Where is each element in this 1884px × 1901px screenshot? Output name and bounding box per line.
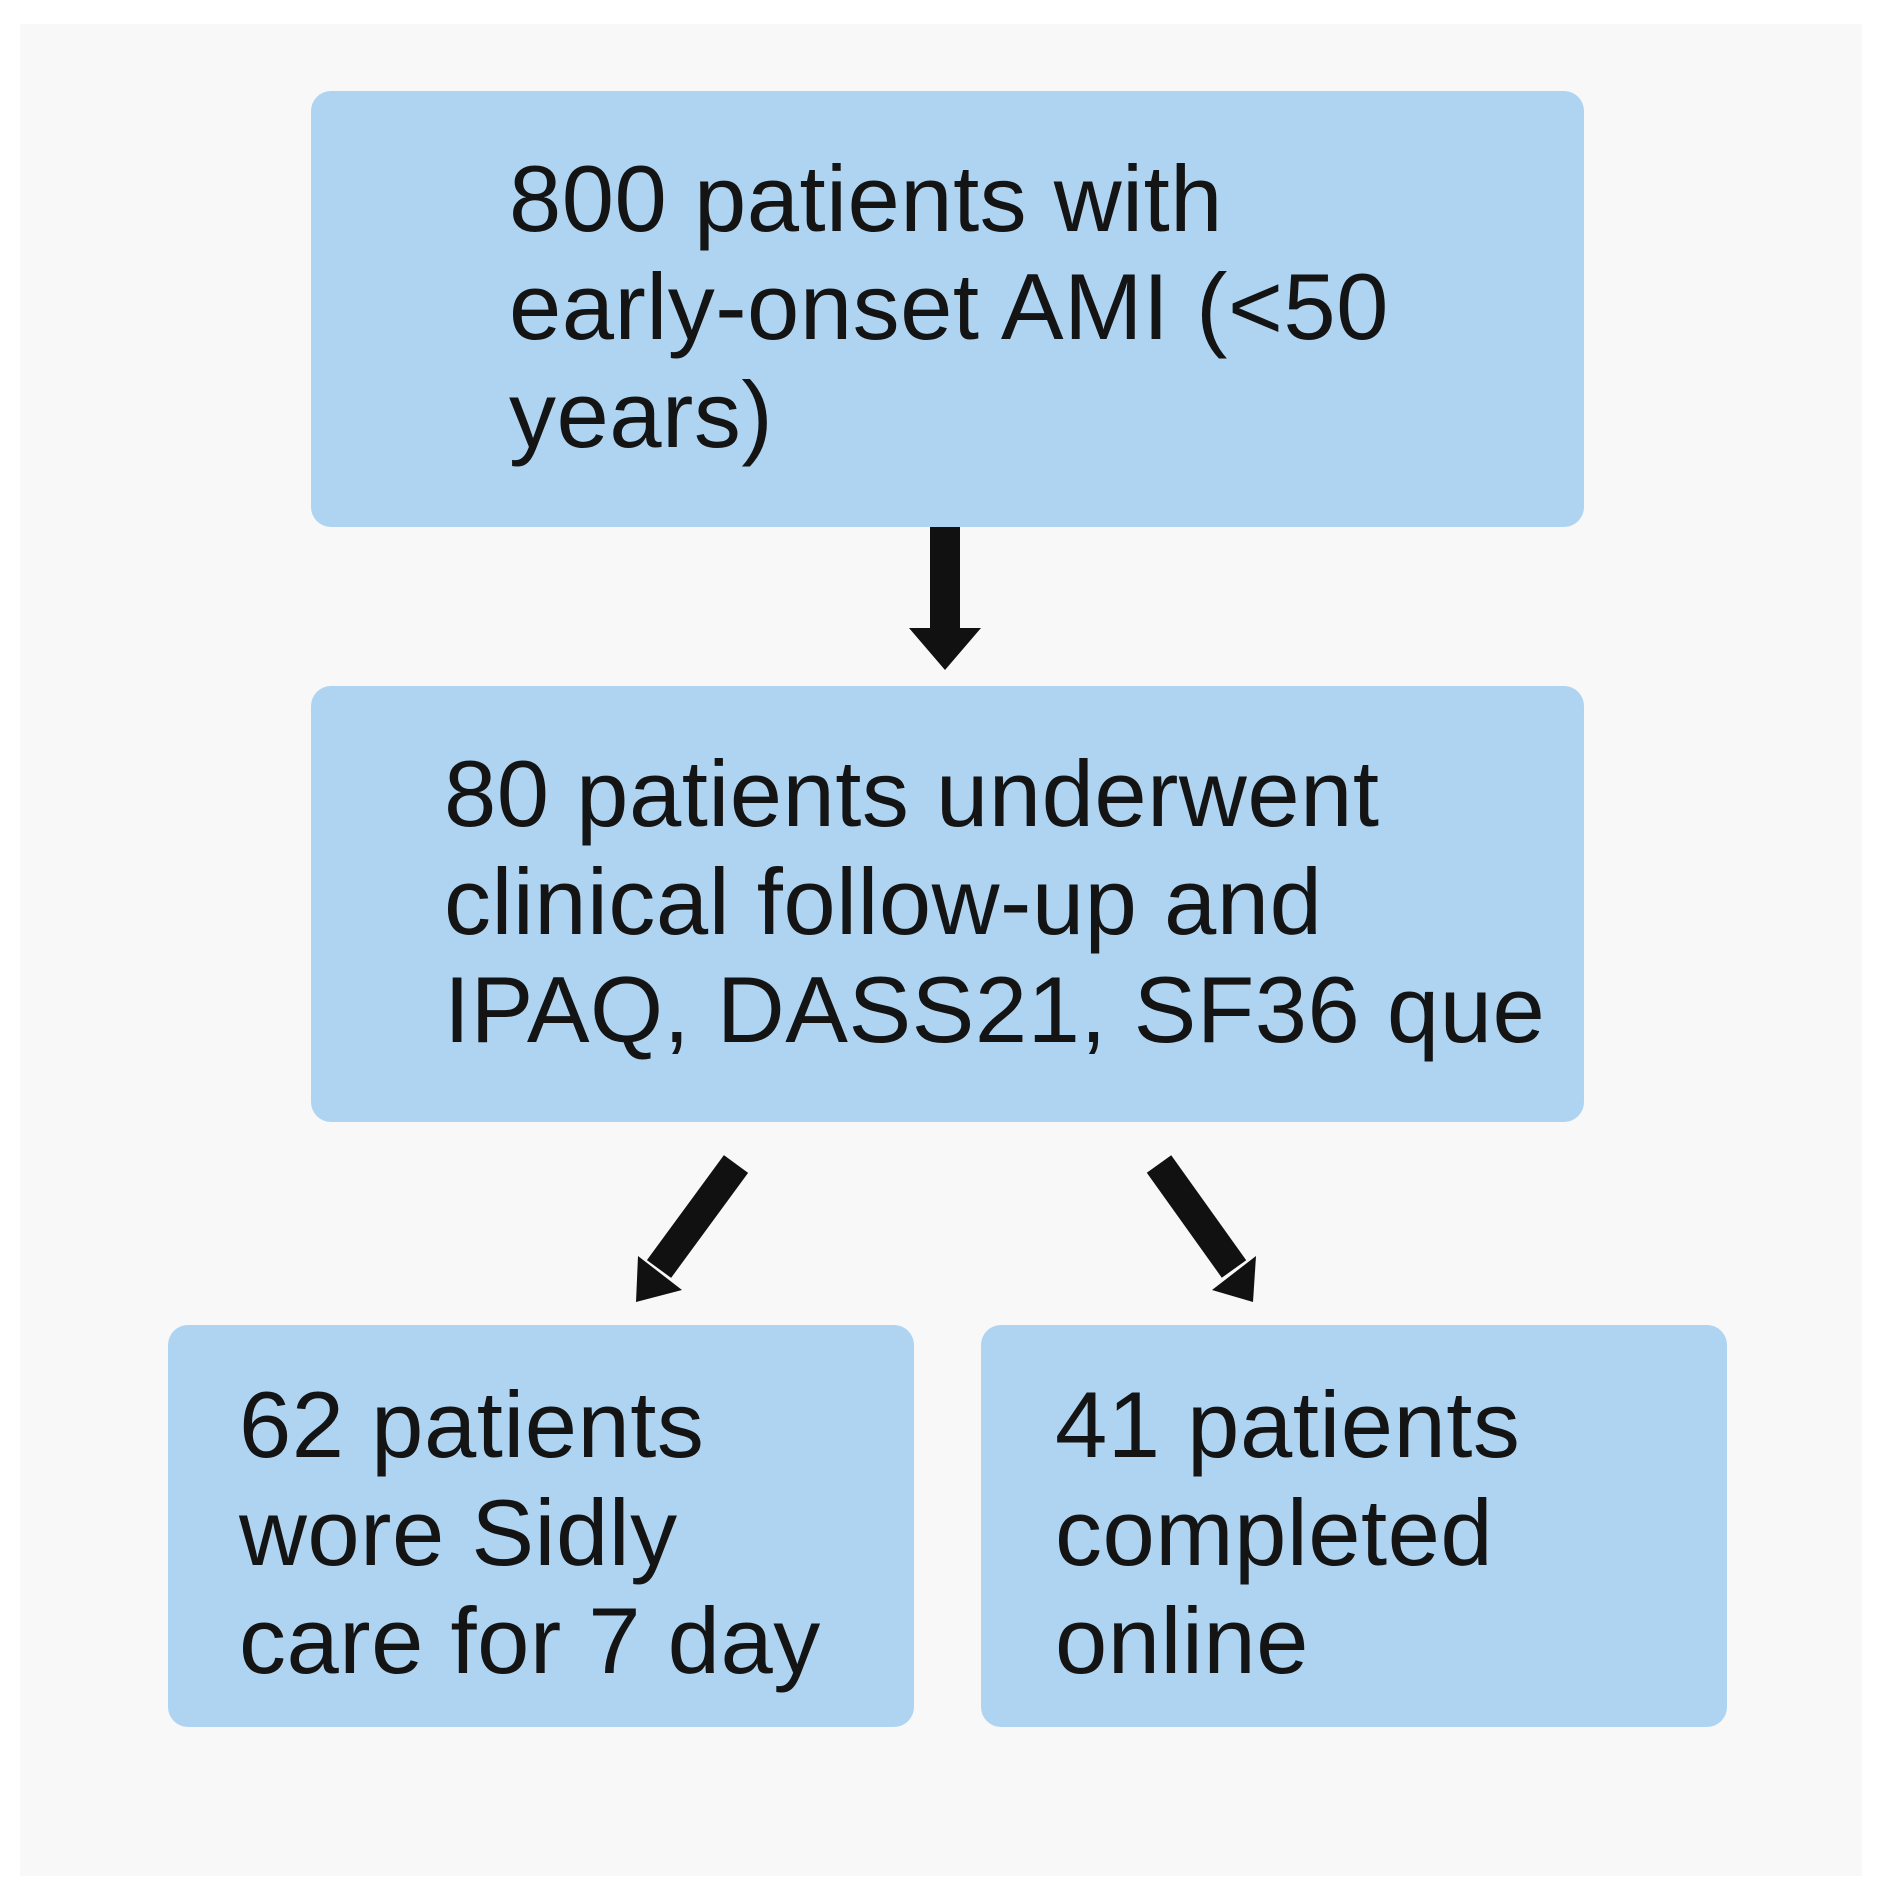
- top-node-text: 800 patients with early-onset AMI (<50 y…: [509, 145, 1389, 469]
- left-node-line-3: care for 7 day: [239, 1588, 821, 1693]
- left-node-text: 62 patients wore Sidly care for 7 day: [239, 1371, 821, 1695]
- top-node-line-2: early-onset AMI (<50: [509, 254, 1389, 359]
- left-node-line-1: 62 patients: [239, 1372, 705, 1477]
- middle-node-line-1: 80 patients underwent: [444, 741, 1380, 846]
- right-node-box: 41 patients completed online: [981, 1325, 1727, 1727]
- top-node-line-3: years): [509, 362, 774, 467]
- top-node-line-1: 800 patients with: [509, 146, 1223, 251]
- right-node-text: 41 patients completed online: [1055, 1371, 1520, 1695]
- middle-node-line-3: IPAQ, DASS21, SF36 que: [444, 957, 1546, 1062]
- right-node-line-2: completed: [1055, 1480, 1494, 1585]
- middle-node-box: 80 patients underwent clinical follow-up…: [311, 686, 1584, 1122]
- top-node-box: 800 patients with early-onset AMI (<50 y…: [311, 91, 1584, 527]
- middle-node-line-2: clinical follow-up and: [444, 849, 1323, 954]
- left-node-line-2: wore Sidly: [239, 1480, 678, 1585]
- middle-node-text: 80 patients underwent clinical follow-up…: [444, 740, 1545, 1064]
- right-node-line-3: online: [1055, 1588, 1309, 1693]
- right-node-line-1: 41 patients: [1055, 1372, 1521, 1477]
- left-node-box: 62 patients wore Sidly care for 7 day: [168, 1325, 914, 1727]
